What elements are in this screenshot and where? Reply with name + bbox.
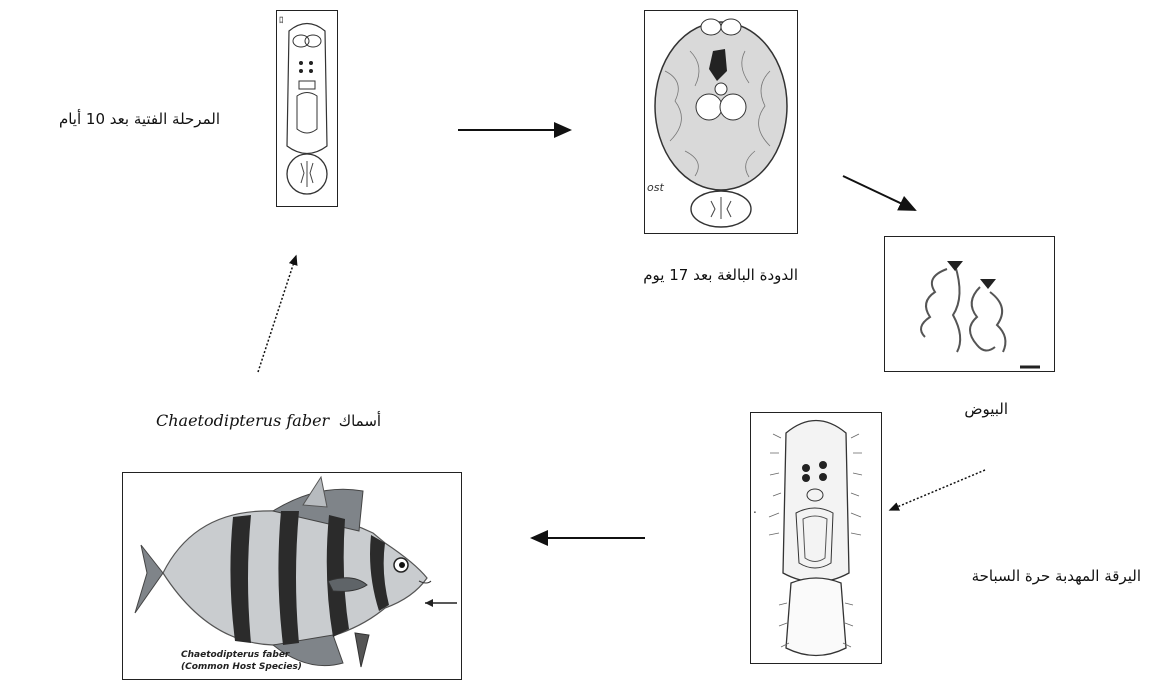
- host-species-name: Chaetodipterus faber: [156, 411, 329, 430]
- arrow-fish-to-juvenile: [258, 256, 296, 372]
- adult-stage-label: الدودة البالغة بعد 17 يوم: [588, 266, 798, 284]
- host-species-label: Chaetodipterus faber أسماك: [156, 411, 436, 430]
- arrow-adult-to-eggs: [843, 176, 915, 210]
- juvenile-stage-label: المرحلة الفتية بعد 10 أيام: [10, 110, 220, 128]
- arrow-eggs-to-larva: [890, 470, 985, 510]
- larva-label: اليرقة المهدبة حرة السباحة: [925, 567, 1141, 585]
- host-prefix: أسماك: [339, 412, 381, 430]
- eggs-label: البيوض: [918, 400, 1008, 418]
